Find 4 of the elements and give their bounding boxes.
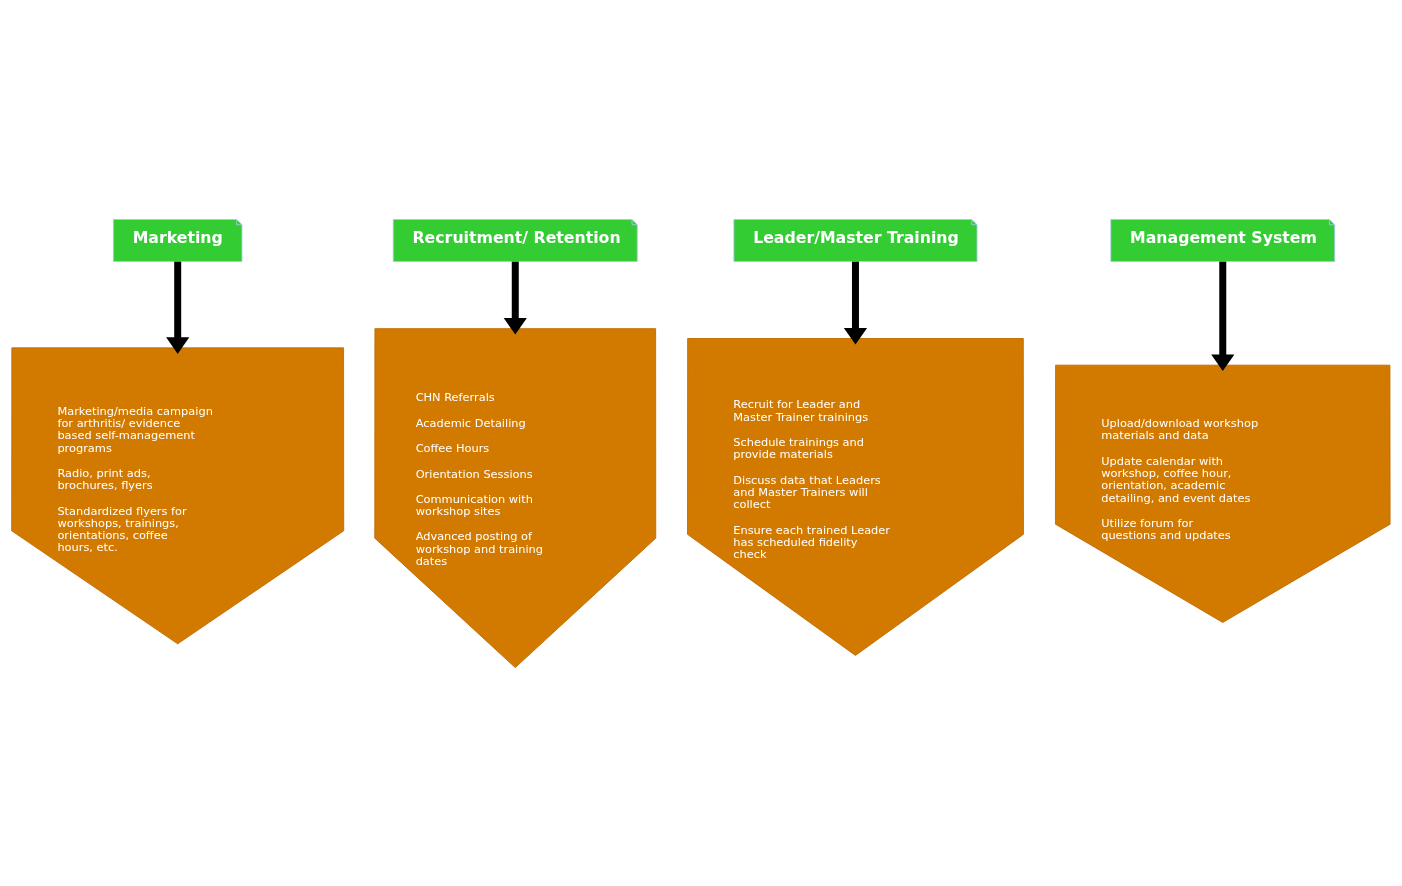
arrow	[166, 261, 190, 354]
arrow	[843, 261, 868, 345]
arrow	[503, 261, 527, 335]
arrow	[1211, 261, 1235, 371]
